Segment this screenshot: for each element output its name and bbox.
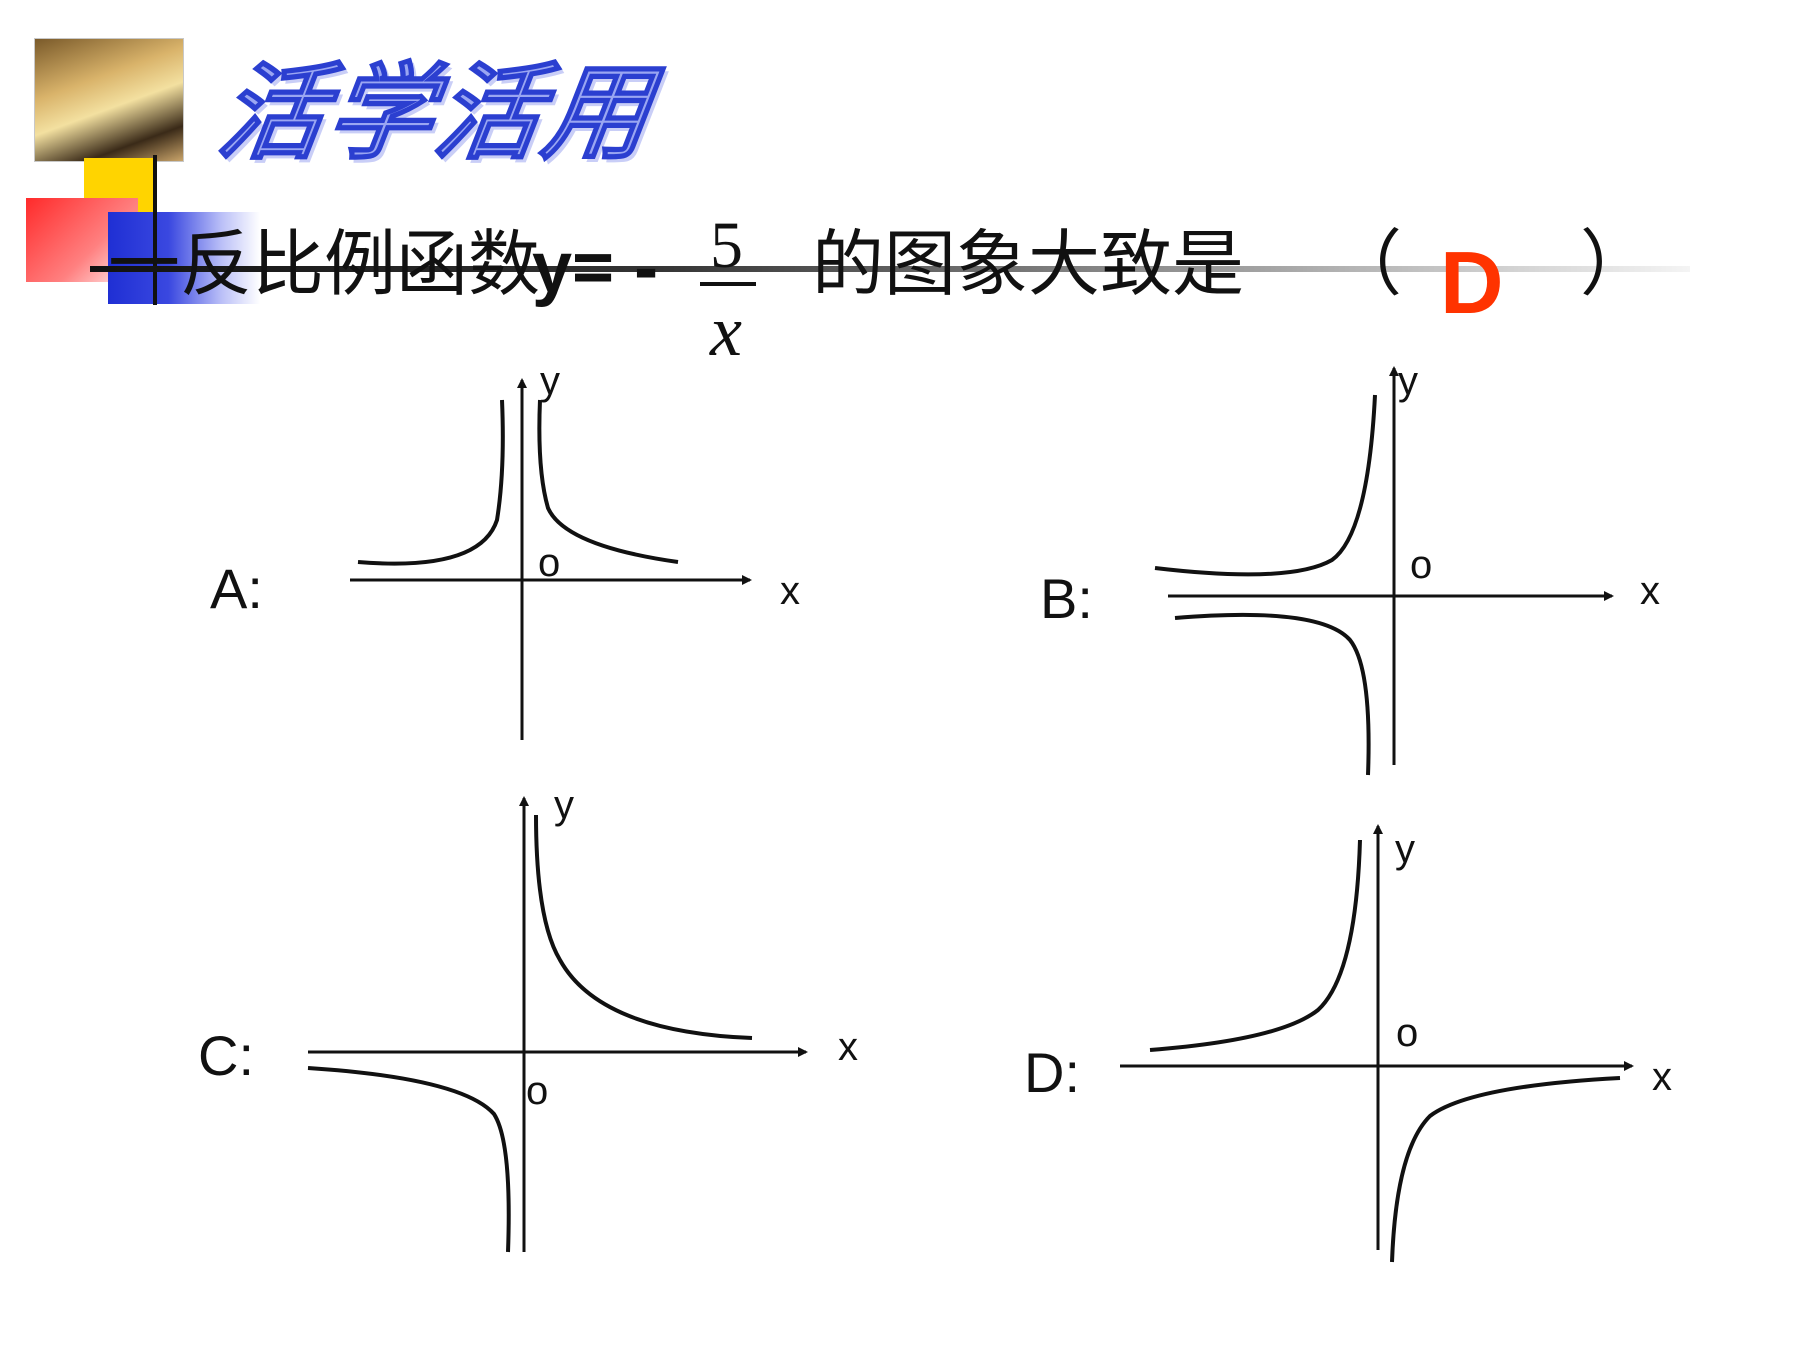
option-d-y-label: y [1395, 827, 1415, 871]
decorative-vertical-line [153, 155, 157, 305]
option-b-upper-branch [1154, 394, 1377, 577]
option-d-x-label: x [1652, 1055, 1672, 1099]
option-d-upper-branch [1149, 839, 1362, 1052]
option-a-right-branch [537, 399, 679, 564]
option-c-label: C: [198, 1024, 254, 1087]
option-a-left-branch [357, 399, 505, 566]
option-b-y-label: y [1398, 359, 1418, 403]
option-b-label: B: [1040, 567, 1093, 630]
option-b-x-label: x [1640, 569, 1660, 613]
option-a-y-label: y [540, 359, 560, 403]
fraction-numerator: 5 [710, 209, 743, 282]
option-b-graph[interactable]: B: y o x [1040, 359, 1660, 776]
option-c-graph[interactable]: C: y o x [198, 783, 858, 1253]
decorative-horizontal-line [90, 266, 1690, 272]
option-a-x-label: x [780, 569, 800, 613]
option-d-lower-branch [1390, 1076, 1621, 1263]
fraction-bar [700, 282, 756, 286]
option-a-label: A: [210, 557, 263, 620]
option-d-label: D: [1024, 1041, 1080, 1104]
question-function-lhs: y= - [532, 228, 659, 308]
question-suffix: 的图象大致是 [812, 222, 1245, 306]
option-c-y-label: y [554, 783, 574, 827]
option-b-lower-branch [1174, 612, 1371, 776]
option-b-origin-label: o [1410, 543, 1432, 587]
option-d-graph[interactable]: D: y o x [1024, 824, 1672, 1263]
option-c-lower-branch [307, 1066, 511, 1253]
option-c-upper-branch [534, 814, 753, 1040]
answer-letter: D [1440, 233, 1504, 332]
fraction-denominator: x [710, 291, 742, 371]
option-c-x-label: x [838, 1025, 858, 1069]
question-close-paren: ） [1580, 222, 1653, 306]
decorative-blue-square [108, 212, 260, 304]
option-a-origin-label: o [538, 541, 560, 585]
option-c-origin-label: o [526, 1069, 548, 1113]
option-a-graph[interactable]: A: y o x [210, 359, 800, 740]
question-open-paren: （ [1330, 222, 1403, 306]
question-prefix: 一反比例函数 [108, 222, 541, 306]
decorative-photo [34, 38, 184, 162]
option-d-origin-label: o [1396, 1011, 1418, 1055]
